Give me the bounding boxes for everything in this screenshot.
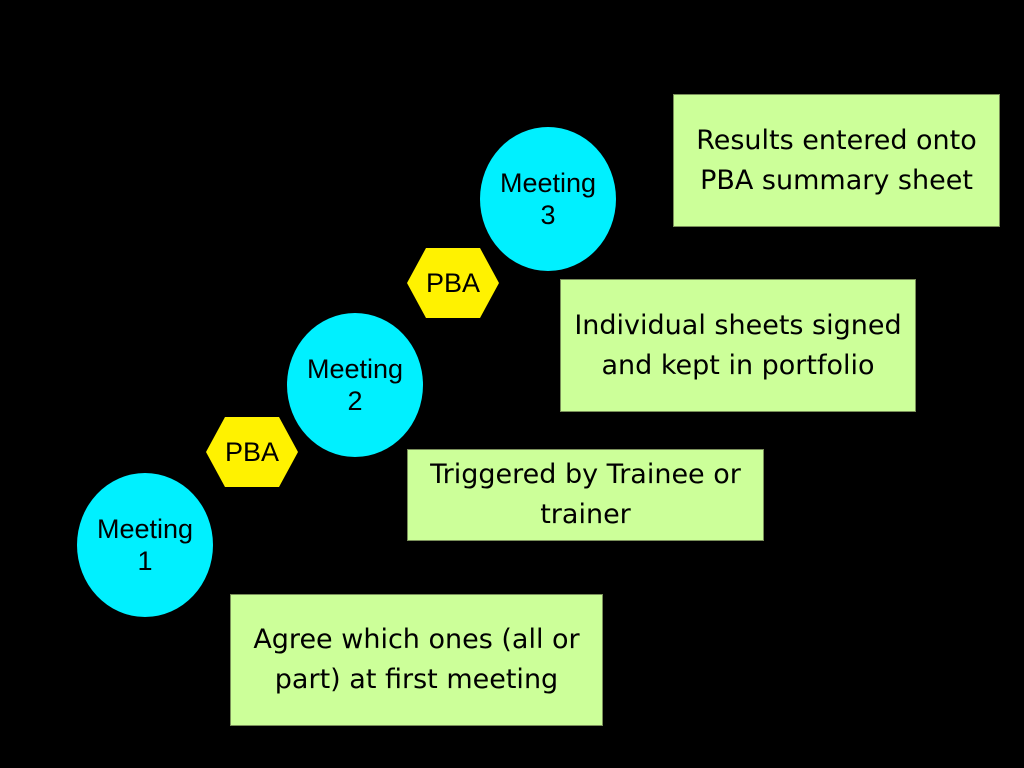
- meeting-2-circle: Meeting 2: [287, 313, 423, 457]
- meeting-1-circle: Meeting 1: [77, 473, 213, 617]
- pba-label-2: PBA: [425, 267, 481, 298]
- hexagon-shape: [206, 417, 298, 487]
- meeting-3-circle: Meeting 3: [480, 127, 616, 271]
- hexagon-shape: [407, 248, 499, 318]
- note-results-text: Results entered onto PBA summary sheet: [696, 124, 977, 196]
- note-individual-sheets: Individual sheets signed and kept in por…: [560, 279, 916, 412]
- note-agree-first-meeting: Agree which ones (all or part) at first …: [230, 594, 603, 726]
- meeting-2-label: Meeting 2: [306, 354, 404, 416]
- pba-hexagon-2: PBA: [406, 247, 500, 319]
- meeting-3-label: Meeting 3: [499, 168, 597, 230]
- pba-hexagon-1: PBA: [205, 416, 299, 488]
- note-individual-text: Individual sheets signed and kept in por…: [574, 309, 902, 381]
- pba-label-1: PBA: [224, 436, 280, 467]
- note-triggered-text: Triggered by Trainee or trainer: [430, 459, 741, 530]
- note-triggered-by: Triggered by Trainee or trainer: [407, 449, 764, 541]
- note-results-entered: Results entered onto PBA summary sheet: [673, 94, 1000, 227]
- note-agree-text: Agree which ones (all or part) at first …: [253, 624, 580, 695]
- meeting-1-label: Meeting 1: [96, 514, 194, 576]
